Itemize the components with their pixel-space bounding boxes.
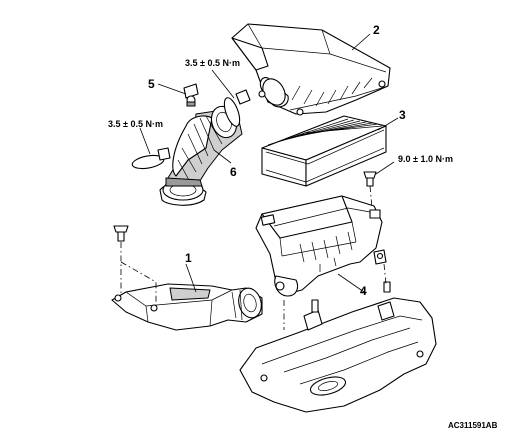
callout-1: 1 [185,251,192,265]
air-intake-duct [111,283,263,331]
intake-duct-hose [159,105,243,206]
torque-label-upper-clamp: 3.5 ± 0.5 N·m [185,58,240,68]
callout-3: 3 [399,108,406,122]
lower-hose-clamp [131,147,171,170]
duct-clip [113,225,129,242]
air-filter-element [261,115,387,187]
air-cleaner-case [255,195,387,297]
callout-5: 5 [148,77,155,91]
assembly-lines [120,185,387,330]
callout-6: 6 [230,165,237,179]
callout-4: 4 [360,284,367,298]
torque-label-filter-bolt: 9.0 ± 1.0 N·m [398,154,453,164]
leader-lines [139,33,399,293]
pcv-connector [183,83,199,107]
torque-label-lower-clamp: 3.5 ± 0.5 N·m [108,119,163,129]
mounting-bracket [239,281,437,413]
upper-hose-clamp [223,89,251,127]
filter-case-bolt [363,171,377,187]
air-cleaner-cover [231,23,391,116]
callout-2: 2 [373,23,380,37]
figure-id: AC311591AB [448,421,498,430]
